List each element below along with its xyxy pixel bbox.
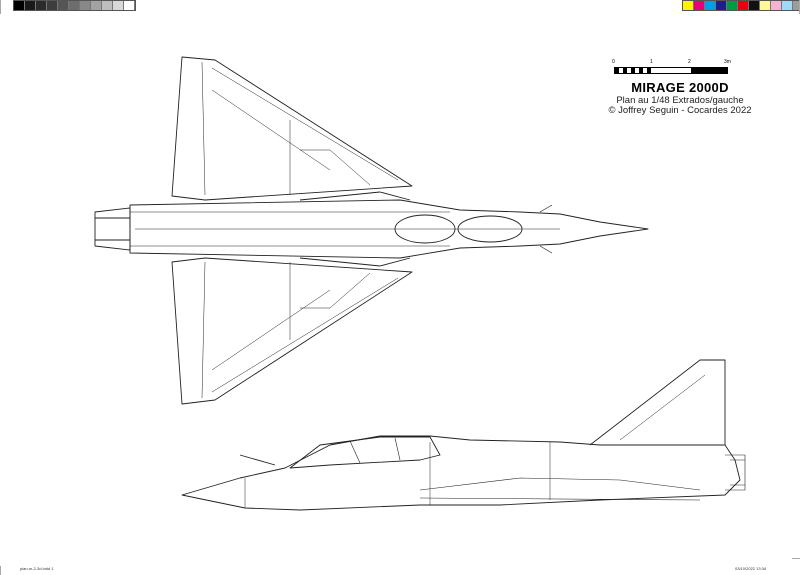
scale-label: 0 xyxy=(612,59,615,65)
top-view xyxy=(94,56,649,405)
color-swatch xyxy=(14,1,25,10)
crop-mark xyxy=(792,558,800,559)
color-swatch xyxy=(782,1,793,10)
color-swatch xyxy=(749,1,760,10)
color-swatch xyxy=(771,1,782,10)
color-swatch xyxy=(69,1,80,10)
fuselage-top xyxy=(129,199,649,259)
color-swatch xyxy=(102,1,113,10)
color-swatch xyxy=(36,1,47,10)
footer-timestamp: 03/10/2022 13:34 xyxy=(735,566,767,571)
drawing-credit: © Joffrey Seguin - Cocardes 2022 xyxy=(608,105,752,116)
wing-side xyxy=(419,477,701,501)
color-swatch xyxy=(80,1,91,10)
color-swatch xyxy=(727,1,738,10)
lower-wing xyxy=(171,257,413,405)
scale-bar-graphic xyxy=(614,67,728,74)
color-swatch xyxy=(683,1,694,10)
drawing-subtitle: Plan au 1/48 Extrados/gauche xyxy=(616,95,744,106)
drawing-title: MIRAGE 2000D xyxy=(631,80,729,95)
crop-mark xyxy=(0,0,1,14)
scale-label: 1 xyxy=(650,59,653,65)
intake-upper xyxy=(299,191,411,267)
color-swatch xyxy=(760,1,771,10)
canopy-rear xyxy=(394,214,456,244)
crop-mark xyxy=(0,566,1,575)
side-view xyxy=(181,359,746,511)
canopy-front xyxy=(457,215,523,243)
grayscale-calibration-bar xyxy=(13,0,136,11)
scale-label: 3m xyxy=(724,59,731,65)
nozzle xyxy=(94,207,131,251)
color-swatch xyxy=(738,1,749,10)
color-swatch xyxy=(793,1,800,10)
color-calibration-bar xyxy=(682,0,800,11)
color-swatch xyxy=(58,1,69,10)
color-swatch xyxy=(113,1,124,10)
refuel-probe xyxy=(239,454,276,466)
color-swatch xyxy=(124,1,135,10)
color-swatch xyxy=(47,1,58,10)
color-swatch xyxy=(25,1,36,10)
tail-fin xyxy=(589,359,726,446)
nozzle-side xyxy=(725,454,746,491)
color-swatch xyxy=(716,1,727,10)
color-swatch xyxy=(694,1,705,10)
upper-wing xyxy=(171,56,413,201)
fuselage-side xyxy=(181,435,741,511)
scale-label: 2 xyxy=(688,59,691,65)
color-swatch xyxy=(705,1,716,10)
canopy-side xyxy=(289,436,441,469)
color-swatch xyxy=(91,1,102,10)
scale-bar: 0 1 2 3m xyxy=(612,59,762,81)
footer-filename: plan-m-2-3d.indd 1 xyxy=(20,566,54,571)
